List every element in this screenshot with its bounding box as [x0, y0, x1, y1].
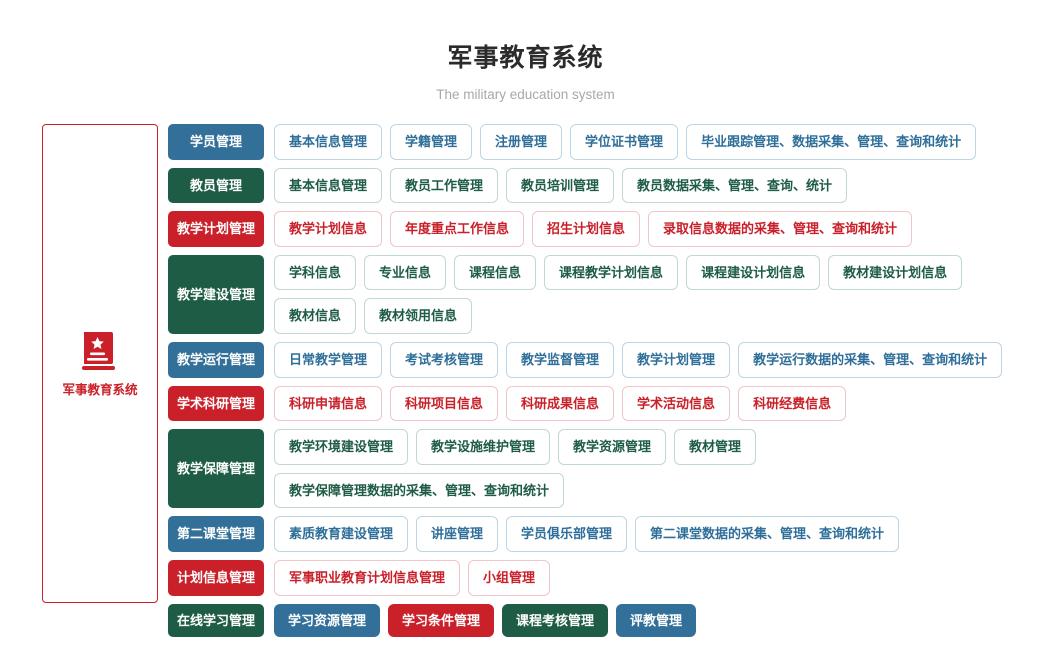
module-item-button[interactable]: 教学运行数据的采集、管理、查询和统计	[738, 341, 1003, 378]
module-children: 素质教育建设管理讲座管理学员俱乐部管理第二课堂数据的采集、管理、查询和统计	[274, 516, 1051, 552]
module-item-button[interactable]: 学科信息	[274, 254, 357, 291]
module-item-button[interactable]: 学习资源管理	[274, 603, 381, 638]
module-item-button[interactable]: 科研经费信息	[738, 385, 847, 422]
module-row: 学员管理基本信息管理学籍管理注册管理学位证书管理毕业跟踪管理、数据采集、管理、查…	[168, 124, 1051, 160]
module-item-button[interactable]: 学籍管理	[390, 124, 473, 160]
module-item-button[interactable]: 专业信息	[364, 254, 447, 291]
module-category-button[interactable]: 教学建设管理	[168, 254, 264, 334]
module-item-button[interactable]: 教学环境建设管理	[274, 429, 409, 465]
module-item-button[interactable]: 教材信息	[274, 298, 357, 334]
module-item-button[interactable]: 小组管理	[468, 559, 551, 596]
module-item-button[interactable]: 课程建设计划信息	[686, 254, 821, 291]
module-row: 第二课堂管理素质教育建设管理讲座管理学员俱乐部管理第二课堂数据的采集、管理、查询…	[168, 516, 1051, 552]
module-category-button[interactable]: 学术科研管理	[168, 385, 264, 422]
sidebar-system-card[interactable]: 军事教育系统	[42, 124, 158, 603]
module-item-button[interactable]: 科研项目信息	[390, 385, 499, 422]
module-item-button[interactable]: 招生计划信息	[532, 211, 641, 247]
sidebar-system-label: 军事教育系统	[62, 382, 138, 397]
module-item-button[interactable]: 教学监督管理	[506, 341, 615, 378]
module-category-button[interactable]: 计划信息管理	[168, 559, 264, 596]
module-item-button[interactable]: 注册管理	[480, 124, 563, 160]
module-item-button[interactable]: 基本信息管理	[274, 124, 383, 160]
module-item-button[interactable]: 教学保障管理数据的采集、管理、查询和统计	[274, 472, 565, 509]
module-category-button[interactable]: 教学计划管理	[168, 211, 264, 247]
module-item-button[interactable]: 日常教学管理	[274, 341, 383, 378]
module-children: 教学计划信息年度重点工作信息招生计划信息录取信息数据的采集、管理、查询和统计	[274, 211, 1051, 247]
module-rows: 学员管理基本信息管理学籍管理注册管理学位证书管理毕业跟踪管理、数据采集、管理、查…	[168, 124, 1051, 645]
module-row: 计划信息管理军事职业教育计划信息管理小组管理	[168, 559, 1051, 596]
module-children: 基本信息管理学籍管理注册管理学位证书管理毕业跟踪管理、数据采集、管理、查询和统计	[274, 124, 1051, 160]
page-subtitle: The military education system	[436, 87, 615, 102]
module-item-button[interactable]: 教学计划信息	[274, 211, 383, 247]
module-item-button[interactable]: 基本信息管理	[274, 167, 383, 204]
module-children: 军事职业教育计划信息管理小组管理	[274, 559, 1051, 596]
module-item-button[interactable]: 毕业跟踪管理、数据采集、管理、查询和统计	[686, 124, 977, 160]
module-row: 教学建设管理学科信息专业信息课程信息课程教学计划信息课程建设计划信息教材建设计划…	[168, 254, 1051, 334]
module-item-button[interactable]: 军事职业教育计划信息管理	[274, 559, 461, 596]
module-row: 教学保障管理教学环境建设管理教学设施维护管理教学资源管理教材管理教学保障管理数据…	[168, 429, 1051, 509]
module-children: 科研申请信息科研项目信息科研成果信息学术活动信息科研经费信息	[274, 385, 1051, 422]
module-row: 学术科研管理科研申请信息科研项目信息科研成果信息学术活动信息科研经费信息	[168, 385, 1051, 422]
main-layout: 军事教育系统 学员管理基本信息管理学籍管理注册管理学位证书管理毕业跟踪管理、数据…	[0, 102, 1051, 645]
module-item-button[interactable]: 课程考核管理	[502, 603, 609, 638]
module-row: 教员管理基本信息管理教员工作管理教员培训管理教员数据采集、管理、查询、统计	[168, 167, 1051, 204]
military-book-icon	[80, 330, 120, 372]
page-header: 军事教育系统 The military education system	[0, 0, 1051, 102]
page-title: 军事教育系统	[447, 44, 604, 72]
module-children: 学科信息专业信息课程信息课程教学计划信息课程建设计划信息教材建设计划信息教材信息…	[274, 254, 1051, 334]
module-item-button[interactable]: 评教管理	[616, 603, 697, 638]
module-item-button[interactable]: 教员培训管理	[506, 167, 615, 204]
module-item-button[interactable]: 素质教育建设管理	[274, 516, 409, 552]
module-item-button[interactable]: 教材管理	[674, 429, 757, 465]
module-children: 学习资源管理学习条件管理课程考核管理评教管理	[274, 603, 1051, 638]
module-item-button[interactable]: 学位证书管理	[570, 124, 679, 160]
module-item-button[interactable]: 科研成果信息	[506, 385, 615, 422]
module-category-button[interactable]: 第二课堂管理	[168, 516, 264, 552]
module-item-button[interactable]: 学员俱乐部管理	[506, 516, 628, 552]
module-row: 教学运行管理日常教学管理考试考核管理教学监督管理教学计划管理教学运行数据的采集、…	[168, 341, 1051, 378]
module-item-button[interactable]: 录取信息数据的采集、管理、查询和统计	[648, 211, 913, 247]
module-children: 基本信息管理教员工作管理教员培训管理教员数据采集、管理、查询、统计	[274, 167, 1051, 204]
module-item-button[interactable]: 考试考核管理	[390, 341, 499, 378]
module-children: 日常教学管理考试考核管理教学监督管理教学计划管理教学运行数据的采集、管理、查询和…	[274, 341, 1051, 378]
module-item-button[interactable]: 科研申请信息	[274, 385, 383, 422]
module-row: 在线学习管理学习资源管理学习条件管理课程考核管理评教管理	[168, 603, 1051, 638]
module-item-button[interactable]: 教材领用信息	[364, 298, 473, 334]
module-item-button[interactable]: 第二课堂数据的采集、管理、查询和统计	[635, 516, 900, 552]
module-children: 教学环境建设管理教学设施维护管理教学资源管理教材管理教学保障管理数据的采集、管理…	[274, 429, 1051, 509]
module-item-button[interactable]: 教材建设计划信息	[828, 254, 963, 291]
module-category-button[interactable]: 教学运行管理	[168, 341, 264, 378]
module-category-button[interactable]: 学员管理	[168, 124, 264, 160]
module-item-button[interactable]: 学习条件管理	[388, 603, 495, 638]
module-item-button[interactable]: 教员数据采集、管理、查询、统计	[622, 167, 848, 204]
module-category-button[interactable]: 教员管理	[168, 167, 264, 204]
module-item-button[interactable]: 年度重点工作信息	[390, 211, 525, 247]
module-item-button[interactable]: 教学资源管理	[558, 429, 667, 465]
module-category-button[interactable]: 在线学习管理	[168, 603, 264, 638]
module-row: 教学计划管理教学计划信息年度重点工作信息招生计划信息录取信息数据的采集、管理、查…	[168, 211, 1051, 247]
module-item-button[interactable]: 课程信息	[454, 254, 537, 291]
module-category-button[interactable]: 教学保障管理	[168, 429, 264, 509]
module-item-button[interactable]: 课程教学计划信息	[544, 254, 679, 291]
module-item-button[interactable]: 教员工作管理	[390, 167, 499, 204]
module-item-button[interactable]: 讲座管理	[416, 516, 499, 552]
module-item-button[interactable]: 学术活动信息	[622, 385, 731, 422]
module-item-button[interactable]: 教学计划管理	[622, 341, 731, 378]
module-item-button[interactable]: 教学设施维护管理	[416, 429, 551, 465]
